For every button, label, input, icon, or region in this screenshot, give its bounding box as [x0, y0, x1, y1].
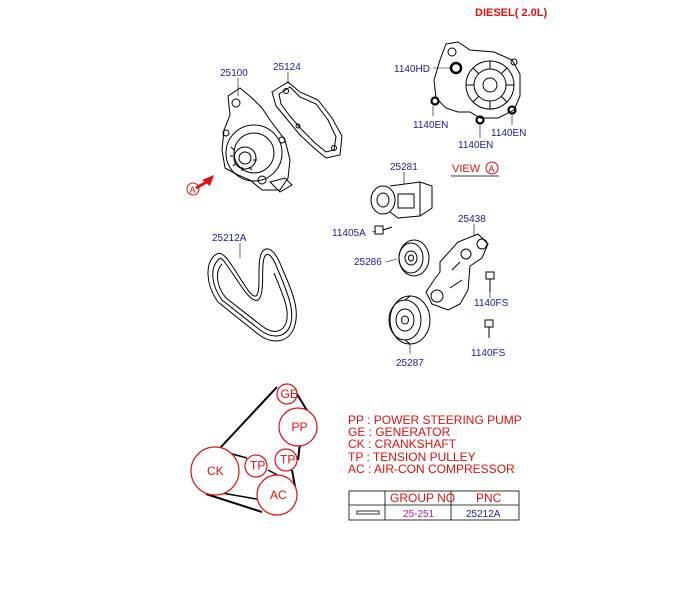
part-label-25281: 25281 — [390, 162, 418, 173]
pulley-25287-drawing — [388, 295, 431, 345]
bolt-1140FS-lower-drawing — [484, 319, 494, 338]
pulley-pp-label: PP — [292, 420, 308, 434]
pulley-tp-left-circle — [244, 454, 268, 478]
bracket-25438-drawing — [425, 233, 489, 311]
bolt-1140FS-upper-drawing — [485, 271, 495, 292]
table-header-pnc: PNC — [476, 491, 502, 505]
table-row-marker — [356, 510, 380, 515]
engine-title: DIESEL( 2.0L) — [475, 7, 547, 19]
gasket-drawing — [271, 81, 343, 159]
legend-ac: AC : AIR-CON COMPRESSOR — [348, 462, 515, 476]
part-label-25100: 25100 — [220, 68, 248, 79]
idler-pulley-25286-drawing — [398, 239, 430, 277]
pulley-pp-circle — [278, 407, 318, 447]
part-label-25438: 25438 — [458, 214, 486, 225]
part-label-25286: 25286 — [354, 257, 382, 268]
pulley-tp-right-label: TP — [280, 453, 295, 467]
table-header-group-no: GROUP NO — [390, 491, 455, 505]
pulley-ck-label: CK — [207, 464, 224, 478]
legend-tp: TP : TENSION PULLEY — [348, 450, 476, 464]
view-a-caption: VIEW — [452, 163, 481, 175]
legend-pp: PP : POWER STEERING PUMP — [348, 413, 522, 427]
pump-housing-view-a-drawing — [433, 41, 521, 119]
water-pump-drawing — [221, 87, 293, 193]
view-a-caption-circle — [485, 161, 499, 175]
pulley-ac-label: AC — [270, 488, 287, 502]
part-label-1140EN-left: 1140EN — [413, 120, 448, 131]
pulley-ac-circle — [256, 474, 298, 516]
belt-routing-diagram: GE PP TP TP CK AC — [190, 383, 318, 516]
table-cell-group-no: 25-251 — [403, 509, 435, 520]
legend-ge: GE : GENERATOR — [348, 425, 451, 439]
part-label-25124: 25124 — [273, 62, 301, 73]
part-label-25212A: 25212A — [212, 233, 247, 244]
group-pnc-table: GROUP NO PNC 25-251 25212A — [348, 490, 520, 521]
pulley-ck-circle — [190, 446, 240, 496]
legend-ck: CK : CRANKSHAFT — [348, 437, 457, 451]
bolt-11405A-drawing — [374, 225, 393, 235]
abbreviation-legend: PP : POWER STEERING PUMP GE : GENERATOR … — [348, 413, 522, 476]
table-cell-pnc: 25212A — [466, 509, 501, 520]
pulley-ge-circle — [276, 383, 298, 405]
part-label-1140FS-lower: 1140FS — [471, 348, 506, 359]
view-a-marker-letter: A — [190, 185, 196, 195]
part-label-1140FS-upper: 1140FS — [474, 298, 509, 309]
view-a-caption-letter: A — [489, 164, 495, 174]
part-label-11405A: 11405A — [332, 228, 366, 239]
view-a-marker-circle — [186, 182, 200, 196]
part-label-1140HD: 1140HD — [394, 64, 430, 75]
pulley-tp-right-circle — [274, 448, 298, 472]
drive-belt-drawing — [207, 248, 297, 342]
pulley-tp-left-label: TP — [250, 459, 265, 473]
pulley-ge-label: GE — [281, 387, 298, 401]
part-label-1140EN-right: 1140EN — [491, 128, 526, 139]
tensioner-drawing — [370, 181, 433, 219]
part-label-25287: 25287 — [396, 358, 424, 369]
part-label-1140EN-bottom: 1140EN — [458, 140, 493, 151]
